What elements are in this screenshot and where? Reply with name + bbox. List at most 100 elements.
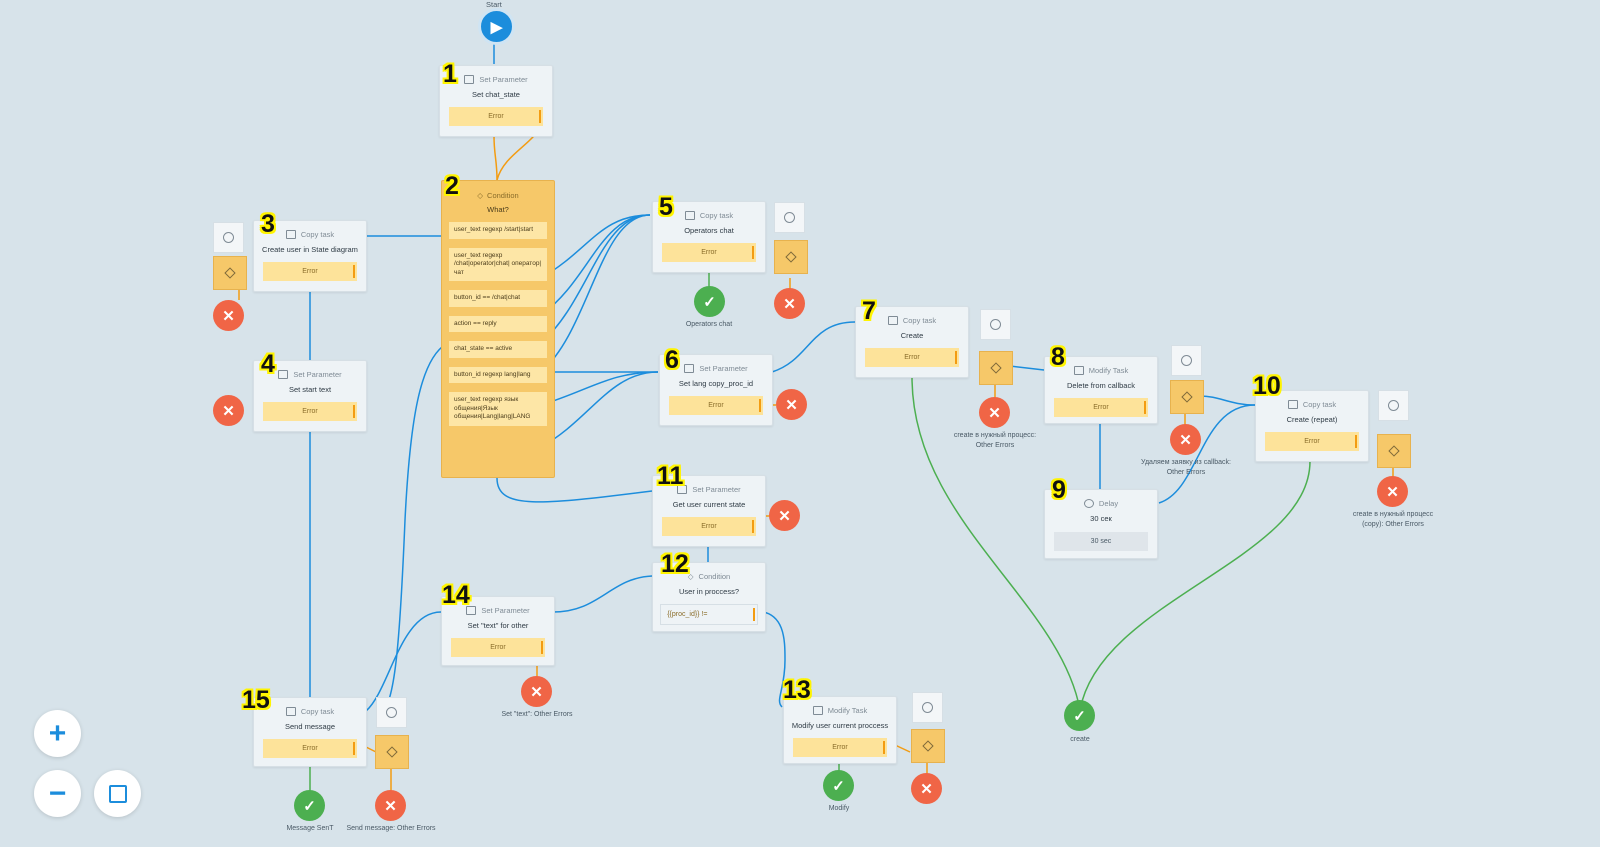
check-icon: ✓ <box>1073 707 1086 725</box>
condition-row[interactable]: action == reply <box>449 315 547 332</box>
success-end-node[interactable]: ✓ <box>823 770 854 801</box>
exit-gate[interactable] <box>774 240 808 274</box>
timer-box[interactable] <box>774 202 805 233</box>
node-delay[interactable]: Delay 30 сек 30 sec <box>1044 489 1158 559</box>
error-port[interactable]: Error <box>661 243 757 262</box>
error-port[interactable]: Error <box>262 262 358 281</box>
success-end-node[interactable]: ✓ <box>1064 700 1095 731</box>
node-condition-what[interactable]: ◇Condition What? user_text regexp /start… <box>441 180 555 478</box>
step-number: 3 <box>261 210 275 238</box>
condition-row[interactable]: user_text regexp язык общения|Язык общен… <box>449 392 547 426</box>
exit-gate[interactable] <box>979 351 1013 385</box>
delay-value[interactable]: 30 sec <box>1053 532 1149 551</box>
node-operators-chat[interactable]: Copy task Operators chat Error <box>652 201 766 273</box>
exit-gate[interactable] <box>911 729 945 763</box>
step-number: 13 <box>783 676 811 704</box>
zoom-out-button[interactable]: − <box>34 770 81 817</box>
node-set-lang[interactable]: Set Parameter Set lang copy_proc_id Erro… <box>659 354 773 426</box>
exit-gate[interactable] <box>1377 434 1411 468</box>
step-number: 9 <box>1052 476 1066 504</box>
error-end-node[interactable]: ✕ <box>521 676 552 707</box>
fit-screen-button[interactable] <box>94 770 141 817</box>
step-number: 15 <box>242 686 270 714</box>
exit-gate[interactable] <box>375 735 409 769</box>
node-type: Delay <box>1098 499 1119 508</box>
node-title: What? <box>487 205 509 214</box>
node-set-text-other[interactable]: Set Parameter Set "text" for other Error <box>441 596 555 666</box>
error-port[interactable]: Error <box>262 739 358 758</box>
zoom-in-button[interactable]: + <box>34 710 81 757</box>
node-user-in-process[interactable]: ◇Condition User in proccess? {{proc_id}}… <box>652 562 766 632</box>
error-port[interactable]: Error <box>1053 398 1149 417</box>
error-port[interactable]: Error <box>792 738 888 757</box>
condition-row[interactable]: {{proc_id}} != <box>660 604 758 625</box>
node-create-user[interactable]: Copy task Create user in State diagram E… <box>253 220 367 292</box>
error-port[interactable]: Error <box>448 107 544 126</box>
error-end-node[interactable]: ✕ <box>213 395 244 426</box>
check-icon: ✓ <box>303 797 316 815</box>
node-get-user-state[interactable]: Set Parameter Get user current state Err… <box>652 475 766 547</box>
node-send-message[interactable]: Copy task Send message Error <box>253 697 367 767</box>
error-end-node[interactable]: ✕ <box>1377 476 1408 507</box>
node-title: Operators chat <box>684 226 734 235</box>
error-port[interactable]: Error <box>450 638 546 657</box>
node-create-repeat[interactable]: Copy task Create (repeat) Error <box>1255 390 1369 462</box>
error-port[interactable]: Error <box>262 402 358 421</box>
timer-box[interactable] <box>912 692 943 723</box>
close-icon: ✕ <box>778 507 791 525</box>
end-caption: create в нужный процесс (copy): Other Er… <box>1352 511 1434 528</box>
delay-icon <box>1083 499 1094 508</box>
condition-row[interactable]: button_id == /chat|chat <box>449 290 547 307</box>
error-port[interactable]: Error <box>661 517 757 536</box>
timer-box[interactable] <box>213 222 244 253</box>
node-title: Get user current state <box>672 500 746 509</box>
step-number: 14 <box>442 581 470 609</box>
node-type: Copy task <box>699 211 734 220</box>
condition-row[interactable]: button_id regexp lang|lang <box>449 366 547 383</box>
error-end-node[interactable]: ✕ <box>911 773 942 804</box>
error-end-node[interactable]: ✕ <box>774 288 805 319</box>
success-end-node[interactable]: ✓ <box>294 790 325 821</box>
close-icon: ✕ <box>988 404 1001 422</box>
set-parameter-icon <box>466 606 477 615</box>
condition-row[interactable]: chat_state == active <box>449 341 547 358</box>
exit-gate[interactable] <box>213 256 247 290</box>
node-title: User in proccess? <box>678 587 740 596</box>
error-end-node[interactable]: ✕ <box>375 790 406 821</box>
error-end-node[interactable]: ✕ <box>979 397 1010 428</box>
error-port[interactable]: Error <box>1264 432 1360 451</box>
error-end-node[interactable]: ✕ <box>213 300 244 331</box>
close-icon: ✕ <box>785 396 798 414</box>
close-icon: ✕ <box>920 780 933 798</box>
close-icon: ✕ <box>222 402 235 420</box>
error-end-node[interactable]: ✕ <box>769 500 800 531</box>
error-port[interactable]: Error <box>668 396 764 415</box>
node-set-chat-state[interactable]: Set Parameter Set chat_state Error <box>439 65 553 137</box>
node-type: Condition <box>487 191 519 200</box>
timer-box[interactable] <box>376 697 407 728</box>
timer-box[interactable] <box>980 309 1011 340</box>
node-type: Set Parameter <box>692 485 741 494</box>
error-end-node[interactable]: ✕ <box>776 389 807 420</box>
condition-row[interactable]: user_text regexp /start|start <box>449 222 547 239</box>
exit-gate[interactable] <box>1170 380 1204 414</box>
timer-box[interactable] <box>1378 390 1409 421</box>
condition-gate-icon <box>386 746 398 758</box>
copy-task-icon <box>285 230 296 239</box>
node-delete-from-callback[interactable]: Modify Task Delete from callback Error <box>1044 356 1158 424</box>
node-modify-user-process[interactable]: Modify Task Modify user current proccess… <box>783 696 897 764</box>
modify-task-icon <box>1073 366 1084 375</box>
node-title: Delete from callback <box>1067 381 1135 390</box>
error-end-node[interactable]: ✕ <box>1170 424 1201 455</box>
node-type: Set Parameter <box>479 75 528 84</box>
node-set-start-text[interactable]: Set Parameter Set start text Error <box>253 360 367 432</box>
node-create[interactable]: Copy task Create Error <box>855 306 969 378</box>
timer-box[interactable] <box>1171 345 1202 376</box>
start-node[interactable]: ▶ <box>478 8 515 45</box>
success-end-node[interactable]: ✓ <box>694 286 725 317</box>
set-parameter-icon <box>677 485 688 494</box>
play-icon: ▶ <box>490 18 503 36</box>
error-port[interactable]: Error <box>864 348 960 367</box>
condition-row[interactable]: user_text regexp /chat|operator|chat| оп… <box>449 247 547 281</box>
